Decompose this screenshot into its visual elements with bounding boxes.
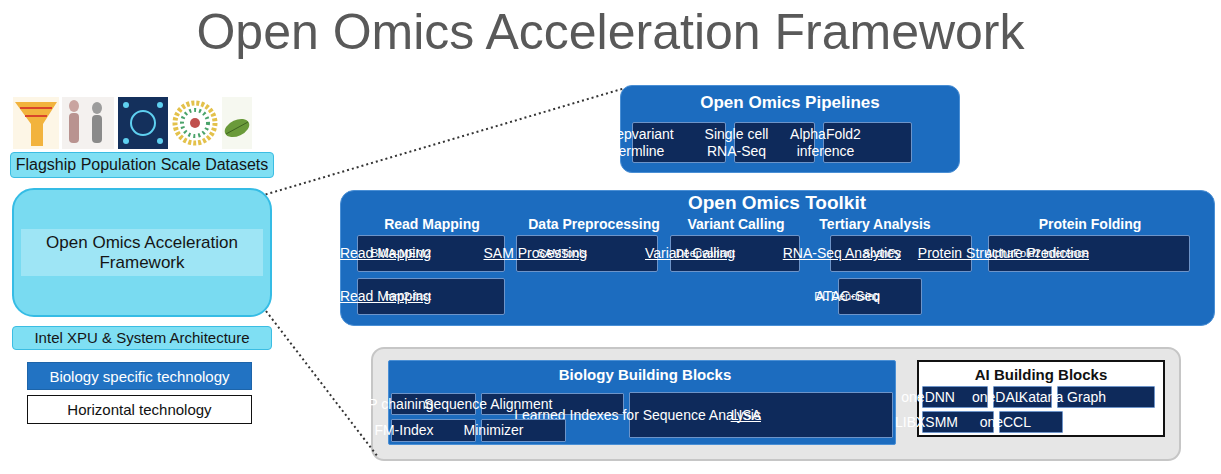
box-subtitle: SAMTools [537, 247, 587, 260]
group-panel: AI Building BlocksoneDNNoneDALKatana Gra… [917, 360, 1165, 437]
photo-frame [13, 97, 59, 149]
box-title: Biology Building Blocks [559, 366, 732, 383]
component-box: FM-Index [391, 419, 476, 442]
leaf-picture [222, 115, 252, 140]
funnel-picture [15, 102, 57, 146]
box-subtitle: DL Denoising [814, 290, 880, 303]
photo-frame [62, 97, 114, 149]
box-subtitle: Deepvariant [676, 247, 735, 260]
legend-entry: Biology specific technology [27, 362, 252, 390]
component-box: Flagship Population Scale Datasets [10, 152, 275, 178]
box-subtitle: Tertiary Analysis [819, 216, 930, 232]
icon-panel [118, 97, 168, 149]
box-subtitle: ScanPy [863, 247, 901, 260]
component-box: Short Read MappingBWA-MEM2 [357, 235, 505, 272]
dot-core [190, 118, 200, 128]
box-title: Flagship Population Scale Datasets [16, 156, 269, 174]
diagram-title: Open Omics Acceleration Framework [0, 4, 1221, 62]
box-title: Deepvariant Germline [593, 126, 679, 158]
component-box: Protein Structure PredictionAlphaFold2 i… [988, 235, 1190, 272]
figure-body [69, 113, 79, 143]
component-box: SAM ProcessingSAMTools [516, 235, 658, 272]
figure-body [92, 115, 102, 143]
group-panel: Open Omics PipelinesDeepvariant Germline… [620, 85, 960, 173]
component-box: Minimizer [481, 419, 566, 442]
box-subtitle: AlphaFold2 inference [985, 247, 1089, 260]
dot-ring [182, 110, 208, 136]
dot-ring [175, 103, 215, 143]
funnel-band [20, 107, 52, 109]
box-title: Open Omics Acceleration Framework [21, 229, 263, 276]
funnel-band [25, 115, 47, 117]
box-title: Open Omics Toolkit [688, 192, 866, 214]
icon-dot [157, 138, 163, 144]
component-box: oneCCL [999, 411, 1063, 433]
figure-head [92, 102, 102, 114]
box-title: oneCCL [980, 414, 1031, 430]
icon-dot [123, 102, 129, 108]
box-title: Katana Graph [1019, 389, 1106, 405]
component-box: LISALearned Indexes for Sequence Analysi… [629, 392, 893, 438]
box-title: Intel XPU & System Architecture [34, 329, 249, 346]
figure-head [69, 100, 79, 112]
legend-entry: Horizontal technology [27, 395, 252, 424]
building-blocks-band [372, 348, 1180, 460]
box-title: Single cell RNA-Seq [699, 126, 775, 158]
box-title: oneDNN [901, 389, 955, 405]
legend-text: Biology specific technology [49, 368, 229, 385]
box-title: FM-Index [374, 422, 433, 438]
component-box: AlphaFold2 inference [823, 122, 912, 163]
icon-ring [131, 111, 155, 135]
icon-dot [157, 102, 163, 108]
box-subtitle: Data Preprocessing [528, 216, 660, 232]
zoom-leader-line [266, 89, 624, 195]
legend-text: Horizontal technology [67, 401, 211, 418]
component-box: ATAC-SeqDL Denoising [838, 278, 922, 315]
photo-frame [222, 97, 252, 149]
box-subtitle: Read Mapping [384, 216, 480, 232]
group-panel: Biology Building BlocksDP chainingSequen… [388, 360, 896, 445]
icon-dot [123, 138, 129, 144]
box-title: AlphaFold2 inference [784, 126, 868, 158]
box-title: Open Omics Pipelines [700, 93, 880, 113]
component-box: Katana Graph [1057, 386, 1155, 408]
box-subtitle: Protein Folding [1039, 216, 1142, 232]
box-title: Minimizer [464, 422, 524, 438]
box-subtitle: Variant Calling [687, 216, 784, 232]
box-subtitle: BWA-MEM2 [371, 247, 431, 260]
zoom-leader-line [266, 311, 378, 457]
box-title: LIBXSMM [895, 414, 958, 430]
leaf-vein [226, 122, 248, 134]
box-title: AI Building Blocks [975, 366, 1108, 383]
component-box: Intel XPU & System Architecture [12, 326, 272, 350]
photo-frame [171, 97, 219, 149]
box-title: oneDAL [972, 389, 1023, 405]
component-box: Variant CallingDeepvariant [670, 235, 800, 272]
box-title: DP chaining [358, 396, 433, 412]
group-panel: Open Omics ToolkitRead Mapping Data Prepr… [340, 190, 1215, 326]
component-box: Open Omics Acceleration Framework [12, 188, 272, 317]
component-box: Long Read Mappingmm2-fast [357, 278, 505, 315]
box-subtitle: mm2-fast [385, 290, 431, 303]
